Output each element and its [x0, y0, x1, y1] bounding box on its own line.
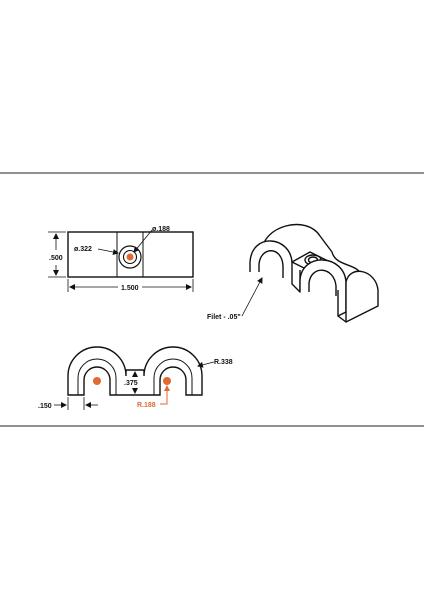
- counterbore-label: ø.322: [74, 246, 92, 253]
- hole-leader: [133, 229, 153, 253]
- iso-bottom-edge: [337, 315, 347, 323]
- fillet-leader: [241, 277, 263, 317]
- iso-right-body: [345, 270, 379, 323]
- top-view: .500 1.500 ø.188 ø.322: [48, 226, 194, 292]
- top-view-outline: [67, 231, 194, 278]
- counterbore-leader: [97, 248, 119, 255]
- front-right-inner-arc: [153, 358, 193, 395]
- outer-radius-label: R.338: [214, 359, 233, 366]
- iso-view: [241, 223, 379, 323]
- iso-right-arch-face: [299, 259, 347, 317]
- outer-radius-leader: [197, 361, 215, 368]
- wall-label: .150: [38, 403, 52, 410]
- hole-dia-label: ø.188: [152, 226, 170, 233]
- gap-label: .375: [124, 380, 138, 387]
- width-label: 1.500: [121, 285, 139, 292]
- inner-radius-leader: [160, 385, 170, 405]
- front-left-hole-dot: [93, 377, 101, 385]
- iso-left-arch-face: [249, 240, 301, 293]
- top-view-hole-center: [126, 253, 134, 261]
- front-left-inner-arc: [77, 358, 117, 395]
- height-label: .500: [49, 255, 63, 262]
- front-right-hole-dot: [163, 377, 171, 385]
- top-view-hole: [122, 249, 138, 265]
- front-outer-profile: [67, 346, 203, 396]
- iso-left-arch-inner: [258, 250, 284, 278]
- inner-radius-label: R.188: [137, 402, 156, 409]
- iso-right-arch-inner: [308, 269, 337, 296]
- fillet-label: Filet - .05": [207, 314, 241, 321]
- front-view: R.338 .375 .150 R.188: [38, 346, 233, 410]
- top-view-counterbore: [118, 245, 142, 269]
